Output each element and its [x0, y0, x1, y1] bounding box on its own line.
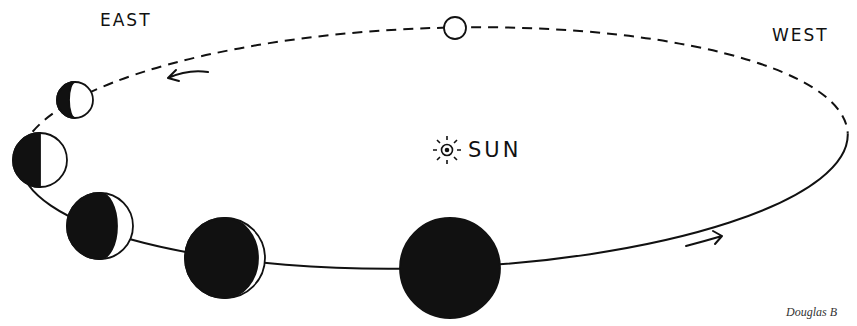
sun-symbol — [433, 136, 461, 164]
orbit-far-side — [16, 14, 848, 163]
planet-new — [400, 218, 500, 318]
credit-text: Douglas B — [786, 306, 837, 318]
direction-arrow — [168, 70, 208, 81]
direction-label: EAST — [100, 12, 152, 29]
planet-gibbous — [57, 82, 93, 118]
planet-half — [13, 133, 67, 187]
planet-crescent — [67, 193, 133, 259]
direction-label: WEST — [772, 27, 829, 44]
sun-label: SUN — [468, 140, 521, 161]
direction-arrow — [686, 231, 722, 246]
planet-full — [444, 17, 466, 39]
planet-thin-crescent — [185, 218, 265, 298]
